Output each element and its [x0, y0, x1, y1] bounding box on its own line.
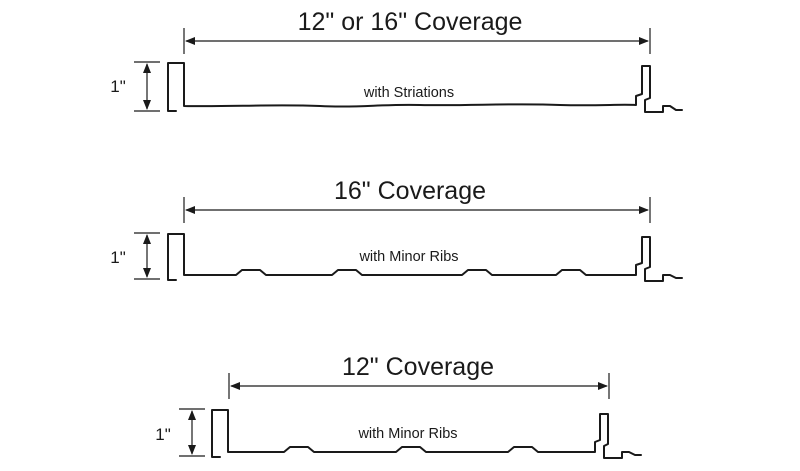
profile-striations: 12" or 16" Coverage 1" with Striations [110, 8, 683, 113]
coverage-label: 12" or 16" Coverage [298, 8, 523, 36]
feature-label: with Minor Ribs [357, 426, 457, 442]
height-label: 1" [110, 248, 126, 267]
coverage-label: 12" Coverage [342, 353, 494, 381]
feature-label: with Minor Ribs [358, 249, 458, 265]
profile-16-minor-ribs: 16" Coverage 1" with Minor Ribs [110, 177, 683, 282]
coverage-label: 16" Coverage [334, 177, 486, 205]
panel-profile-line [167, 62, 683, 113]
height-label: 1" [155, 425, 171, 444]
panel-profile-line [167, 233, 683, 282]
panel-profile-line [211, 409, 642, 459]
profile-12-minor-ribs: 12" Coverage 1" with Minor Ribs [155, 353, 642, 459]
height-label: 1" [110, 77, 126, 96]
feature-label: with Striations [363, 85, 454, 101]
